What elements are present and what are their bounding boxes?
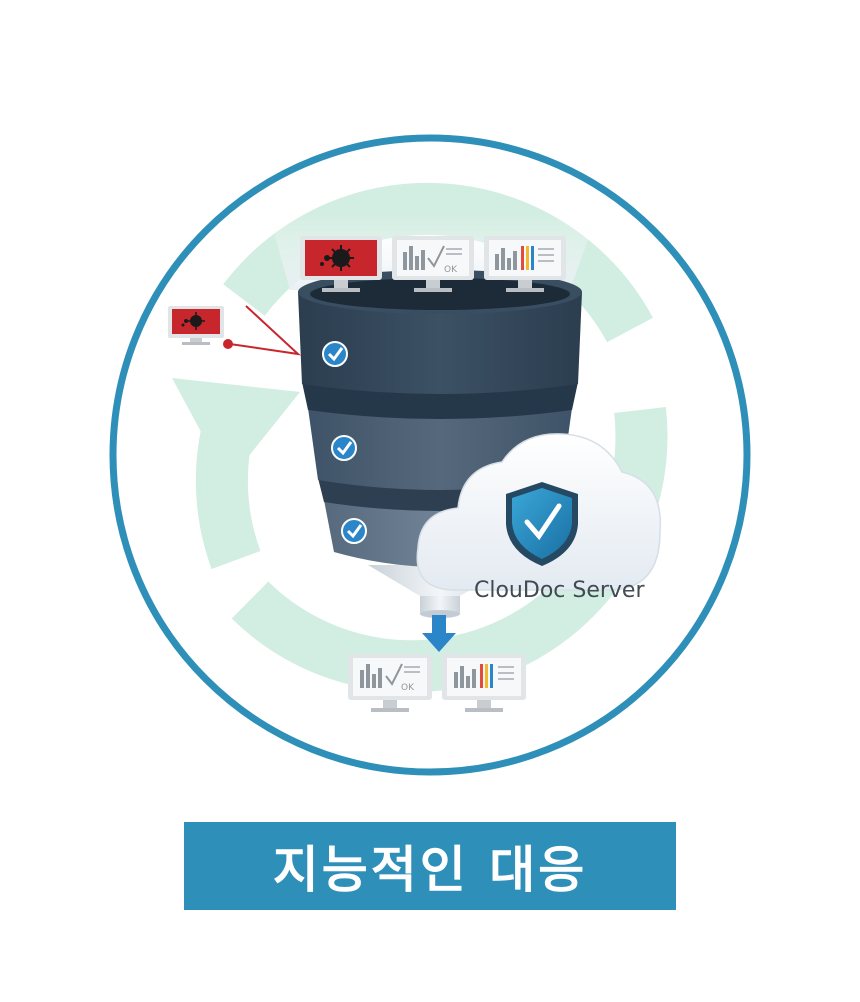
virus-icon (320, 245, 354, 271)
title-banner: 지능적인 대응 (184, 822, 676, 910)
down-arrow-icon (422, 615, 456, 652)
monitor-doc-chart-output (442, 654, 526, 712)
monitor-doc-chart (484, 236, 566, 292)
virus-icon (181, 312, 205, 330)
checkmark-icon (341, 518, 367, 544)
banner-title: 지능적인 대응 (272, 841, 588, 899)
svg-text:OK: OK (444, 265, 458, 275)
checkmark-icon (322, 341, 348, 367)
checkmark-icon (331, 435, 357, 461)
monitor-doc-ok: OK (392, 236, 474, 292)
monitor-rejected (168, 306, 224, 345)
reject-path (223, 305, 302, 356)
monitor-infected (300, 236, 382, 292)
shield-check-icon (506, 482, 578, 566)
svg-text:OK: OK (401, 683, 415, 693)
monitor-doc-ok-output: OK (348, 654, 432, 712)
server-label: ClouDoc Server (474, 578, 645, 603)
